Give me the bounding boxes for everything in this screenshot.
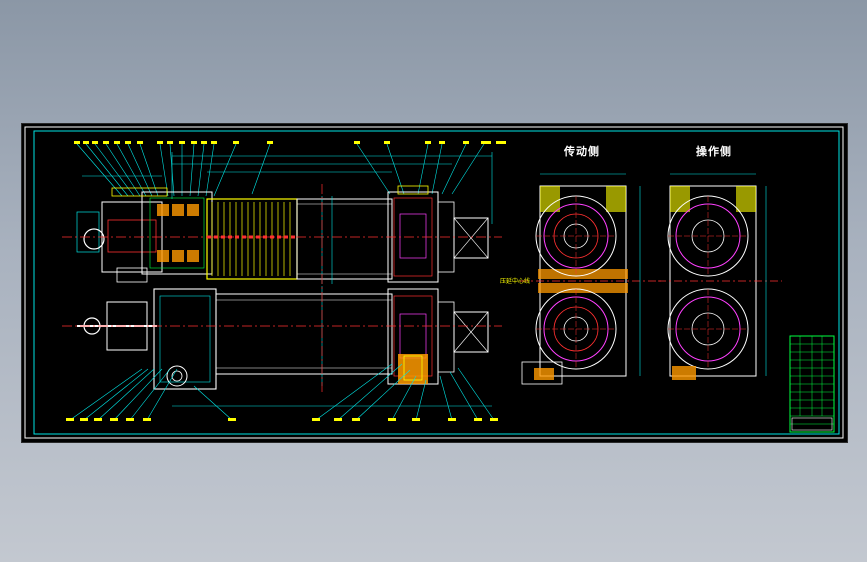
operator-side-view bbox=[658, 173, 782, 380]
rolling-centerline-note: 压延中心线 bbox=[500, 278, 531, 285]
drive-side-label: 传动侧 bbox=[564, 145, 600, 158]
top-callout-marks bbox=[74, 141, 506, 144]
cad-canvas bbox=[24, 126, 844, 439]
outer-frame bbox=[24, 126, 844, 439]
upper-right-bearing-block bbox=[387, 185, 489, 283]
centerlines bbox=[62, 184, 502, 394]
lower-left-bearing-block bbox=[77, 288, 217, 390]
cad-drawing-sheet: 传动侧 操作侧 压延中心线 bbox=[21, 123, 848, 443]
operator-side-label: 操作侧 bbox=[696, 145, 732, 158]
top-dimension-lines bbox=[82, 152, 493, 224]
upper-roll-hatching bbox=[211, 202, 291, 276]
inner-frame bbox=[33, 130, 840, 435]
title-block bbox=[789, 335, 835, 433]
bottom-callout-leaders bbox=[69, 363, 495, 421]
lower-roll-body bbox=[215, 286, 393, 386]
drive-side-view bbox=[520, 173, 662, 385]
lower-right-bearing-block bbox=[387, 288, 489, 385]
bottom-callout-marks bbox=[66, 418, 498, 421]
upper-left-bearing-block bbox=[76, 187, 213, 283]
main-elevation-view bbox=[62, 141, 506, 421]
upper-roll-body bbox=[206, 196, 393, 284]
